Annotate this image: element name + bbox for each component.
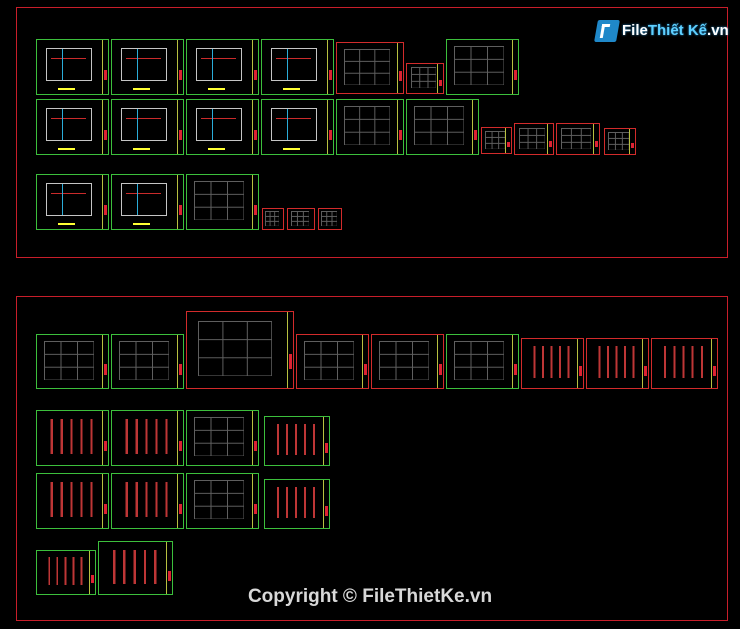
copyright-watermark: Copyright © FileThietKe.vn [247,586,493,607]
drawing-sheet[interactable] [111,99,184,155]
drawing-sheet[interactable] [556,123,600,155]
drawing-sheet[interactable] [186,39,259,95]
drawing-sheet[interactable] [36,99,109,155]
drawing-sheet[interactable] [261,99,334,155]
drawing-sheet[interactable] [586,338,649,389]
drawing-sheet[interactable] [264,479,330,529]
drawing-sheet[interactable] [111,410,184,466]
drawing-sheet[interactable] [264,416,330,466]
drawing-sheet[interactable] [481,127,512,154]
drawing-sheet[interactable] [296,334,369,389]
drawing-sheet[interactable] [406,99,479,155]
drawing-sheet[interactable] [336,42,404,94]
drawing-sheet[interactable] [111,473,184,529]
drawing-sheet[interactable] [36,174,109,230]
drawing-sheet[interactable] [186,174,259,230]
drawing-sheet[interactable] [111,174,184,230]
logo-text: FileThiết Kế.vn [622,22,729,39]
drawing-sheet[interactable] [446,39,519,95]
drawing-sheet[interactable] [186,473,259,529]
drawing-sheet[interactable] [186,410,259,466]
drawing-sheet[interactable] [186,311,294,389]
drawing-sheet[interactable] [371,334,444,389]
drawing-sheet[interactable] [336,99,404,155]
drawing-sheet[interactable] [36,39,109,95]
drawing-sheet[interactable] [36,410,109,466]
drawing-sheet[interactable] [98,541,173,595]
drawing-sheet[interactable] [36,334,109,389]
drawing-sheet[interactable] [186,99,259,155]
drawing-sheet[interactable] [261,39,334,95]
drawing-sheet[interactable] [406,63,444,94]
drawing-set-frame-top [16,7,728,258]
drawing-sheet[interactable] [111,39,184,95]
drawing-sheet[interactable] [651,338,718,389]
drawing-sheet[interactable] [521,338,584,389]
drawing-sheet[interactable] [262,208,284,230]
drawing-set-frame-bottom [16,296,728,621]
drawing-sheet[interactable] [111,334,184,389]
drawing-sheet[interactable] [36,550,96,595]
drawing-sheet[interactable] [318,208,342,230]
drawing-sheet[interactable] [514,123,554,155]
drawing-sheet[interactable] [36,473,109,529]
filethietke-logo: FileThiết Kế.vn [594,14,729,46]
drawing-sheet[interactable] [287,208,315,230]
drawing-sheet[interactable] [604,128,636,155]
filethietke-logo-icon [594,20,620,42]
drawing-sheet[interactable] [446,334,519,389]
